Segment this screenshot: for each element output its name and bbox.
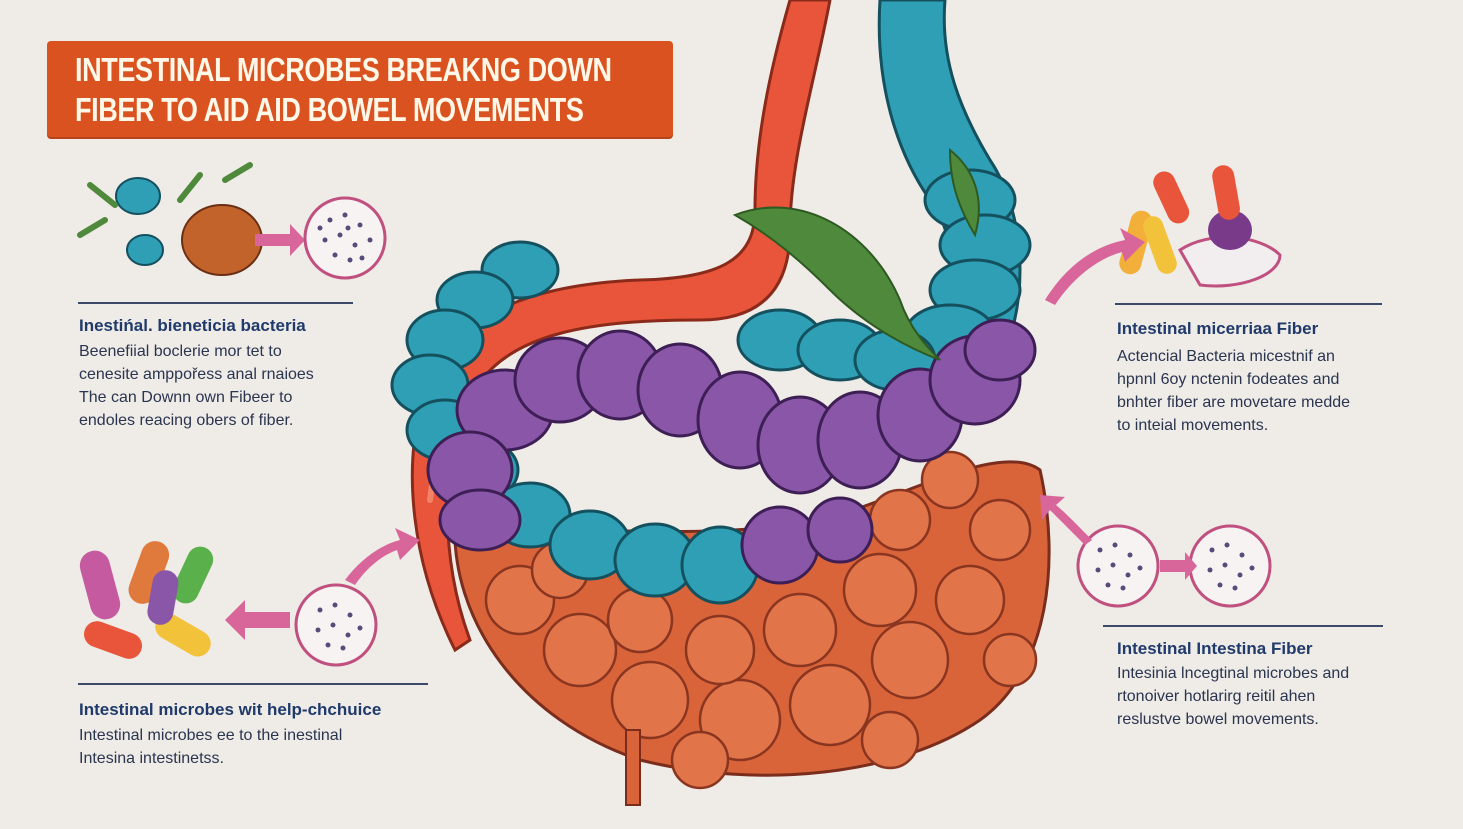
page-title-line-1: INTESTINAL MICROBES BREAKNG DOWN — [75, 51, 612, 88]
text-line: rtonoiver hotlarirg reitil ahen — [1117, 688, 1316, 705]
right-top-text: Actencial Bacteria micestnif an hpnnl 6o… — [1117, 345, 1350, 437]
microbe-circle-icon — [1188, 524, 1272, 608]
divider — [78, 683, 428, 685]
text-line: Beenefiial boclerie mor tet to — [79, 343, 282, 360]
title-banner: INTESTINAL MICROBES BREAKNG DOWN FIBER T… — [47, 41, 673, 137]
arrow-up-icon — [345, 528, 420, 585]
microbe-circle-icon — [1076, 524, 1160, 608]
left-bottom-text: Intestinal microbes ee to the inestinal … — [79, 724, 342, 770]
microbe-circle-icon — [294, 583, 378, 667]
divider — [78, 302, 353, 304]
text-line: cenesite amppořess anal rnaioes — [79, 366, 314, 383]
arrow-left-icon — [225, 600, 290, 640]
text-line: Intestinal microbes ee to the inestinal — [79, 727, 343, 744]
right-bottom-text: Intesinia lncegtinal microbes and rtonoi… — [1117, 662, 1349, 731]
arrow-right-icon — [255, 224, 305, 256]
fiber-food-icon — [77, 162, 263, 276]
text-line: endoles reacing obers of fiber. — [79, 412, 294, 429]
text-line: hpnnl 6oy nctenin fodeates and — [1117, 371, 1340, 388]
colon — [426, 318, 1037, 585]
text-line: bnhter fiber are movetare medde — [1117, 394, 1351, 411]
text-line: Intesina intestinetss. — [79, 750, 224, 767]
leaf-icon — [732, 147, 980, 361]
gut-bacteria-icon — [79, 541, 214, 659]
divider — [1115, 303, 1382, 305]
page-title-line-2: FIBER TO AID AID BOWEL MOVEMENTS — [75, 91, 584, 128]
text-line: Actencial Bacteria micestnif an — [1117, 348, 1335, 365]
left-top-text: Beenefiial boclerie mor tet to cenesite … — [79, 340, 314, 432]
arrow-left-icon — [1040, 495, 1092, 545]
fiber-food-icon — [1119, 165, 1282, 288]
left-bottom-heading: Intestinal microbes wit help-chchuice — [79, 700, 382, 719]
text-line: reslustve bowel movements. — [1117, 711, 1319, 728]
arrow-right-icon — [1160, 552, 1197, 580]
text-line: The can Downn own Fibеer to — [79, 389, 293, 406]
microbe-circle-icon — [303, 196, 387, 280]
right-bottom-heading: Intestinal Intestina Fiber — [1117, 639, 1313, 658]
divider — [1103, 625, 1383, 627]
arrow-up-icon — [1045, 228, 1145, 305]
left-top-heading: Inеstińal. bieneticia bacteria — [79, 316, 306, 335]
right-top-heading: Intestinal micerriaa Fiber — [1117, 319, 1319, 338]
text-line: Intesinia lncegtinal microbes and — [1117, 665, 1350, 682]
text-line: to inteial movements. — [1117, 417, 1269, 434]
